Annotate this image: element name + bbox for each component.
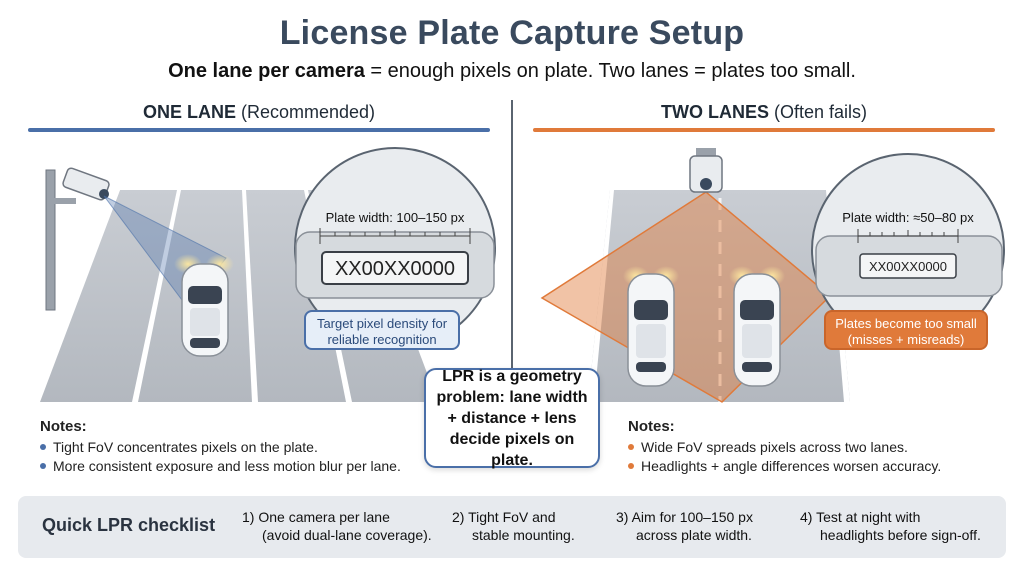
road-edge-left <box>32 190 120 402</box>
ruler-ticks <box>319 228 471 244</box>
checklist-item-line: 2) Tight FoV and <box>452 509 556 525</box>
checklist-item: 4) Test at night with headlights before s… <box>800 508 981 544</box>
checklist-item-line: 1) One camera per lane <box>242 509 390 525</box>
plate-width-label: Plate width: ≈50–80 px <box>842 210 974 225</box>
note-item: More consistent exposure and less motion… <box>40 458 401 474</box>
subtitle-emphasis: One lane per camera <box>168 60 365 82</box>
two-lanes-heading-bold: TWO LANES <box>660 102 769 122</box>
note-item: Headlights + angle differences worsen ac… <box>628 458 941 474</box>
note-item: Tight FoV concentrates pixels on the pla… <box>40 439 401 455</box>
one-lane-rule <box>28 128 490 132</box>
one-lane-heading: ONE LANE (Recommended) <box>28 102 490 123</box>
car-icon <box>623 266 679 387</box>
lane-line <box>242 190 258 402</box>
one-lane-scene: Plate width: 100–150 px XX00XX0000 <box>32 147 496 402</box>
page-subtitle: One lane per camera = enough pixels on p… <box>0 60 1024 83</box>
two-lanes-rule <box>533 128 995 132</box>
note-item: Wide FoV spreads pixels across two lanes… <box>628 439 941 455</box>
camera-arm <box>50 198 76 204</box>
camera-icon <box>689 148 723 193</box>
two-lanes-notes: Notes: Wide FoV spreads pixels across tw… <box>628 418 941 474</box>
note-text: Wide FoV spreads pixels across two lanes… <box>641 439 908 455</box>
license-plate <box>859 253 957 279</box>
license-plate <box>321 251 469 285</box>
checklist-item: 3) Aim for 100–150 px across plate width. <box>616 508 753 544</box>
plate-width-label: Plate width: 100–150 px <box>326 210 465 225</box>
checklist-item: 2) Tight FoV and stable mounting. <box>452 508 575 544</box>
bullet-icon <box>628 444 634 450</box>
callout-line: reliable recognition <box>327 332 437 347</box>
one-lane-notes: Notes: Tight FoV concentrates pixels on … <box>40 418 401 474</box>
callout-line: (misses + misreads) <box>847 332 965 347</box>
checklist-item-line: across plate width. <box>636 527 752 543</box>
camera-icon <box>62 167 110 201</box>
checklist-title: Quick LPR checklist <box>42 515 216 535</box>
column-divider <box>511 100 513 390</box>
plate-text: XX00XX0000 <box>335 258 455 280</box>
checklist-item-line: 3) Aim for 100–150 px <box>616 509 753 525</box>
checklist-item-line: stable mounting. <box>472 527 575 543</box>
car-icon <box>729 266 785 387</box>
bullet-icon <box>40 463 46 469</box>
note-text: More consistent exposure and less motion… <box>53 458 401 474</box>
car-icon <box>174 254 234 357</box>
note-text: Headlights + angle differences worsen ac… <box>641 458 942 474</box>
note-text: Tight FoV concentrates pixels on the pla… <box>53 439 318 455</box>
callout-line: Target pixel density for <box>316 316 448 331</box>
one-lane-heading-note: (Recommended) <box>235 102 376 122</box>
takeaway-text: LPR is a geometry problem: lane width + … <box>436 367 588 469</box>
two-lanes-scene: Plate width: ≈50–80 px XX00XX0000 <box>540 148 1005 403</box>
subtitle-rest: = enough pixels on plate. Two lanes = pl… <box>364 60 856 82</box>
lane-line <box>132 190 181 402</box>
camera-pole <box>45 169 56 311</box>
notes-title: Notes: <box>628 418 675 435</box>
two-lanes-heading: TWO LANES (Often fails) <box>533 102 995 123</box>
plate-text: XX00XX0000 <box>869 259 947 274</box>
checklist-item: 1) One camera per lane (avoid dual-lane c… <box>242 508 432 544</box>
road-edge-left <box>588 190 614 402</box>
ruler-ticks <box>857 229 959 243</box>
bullet-icon <box>40 444 46 450</box>
one-lane-callout: Target pixel density for reliable recogn… <box>304 310 460 350</box>
checklist-item-line: headlights before sign-off. <box>820 527 981 543</box>
two-lanes-callout: Plates become too small (misses + misrea… <box>824 310 988 350</box>
checklist-item-line: (avoid dual-lane coverage). <box>262 527 432 543</box>
checklist-item-line: 4) Test at night with <box>800 509 921 525</box>
callout-line: Plates become too small <box>835 316 977 331</box>
two-lanes-heading-note: (Often fails) <box>768 102 868 122</box>
page-title: License Plate Capture Setup <box>279 14 745 52</box>
bullet-icon <box>628 463 634 469</box>
one-lane-heading-bold: ONE LANE <box>142 102 236 122</box>
notes-title: Notes: <box>40 418 87 435</box>
geometry-takeaway-box: LPR is a geometry problem: lane width + … <box>424 367 600 469</box>
quick-checklist: Quick LPR checklist 1) One camera per la… <box>18 496 1006 558</box>
